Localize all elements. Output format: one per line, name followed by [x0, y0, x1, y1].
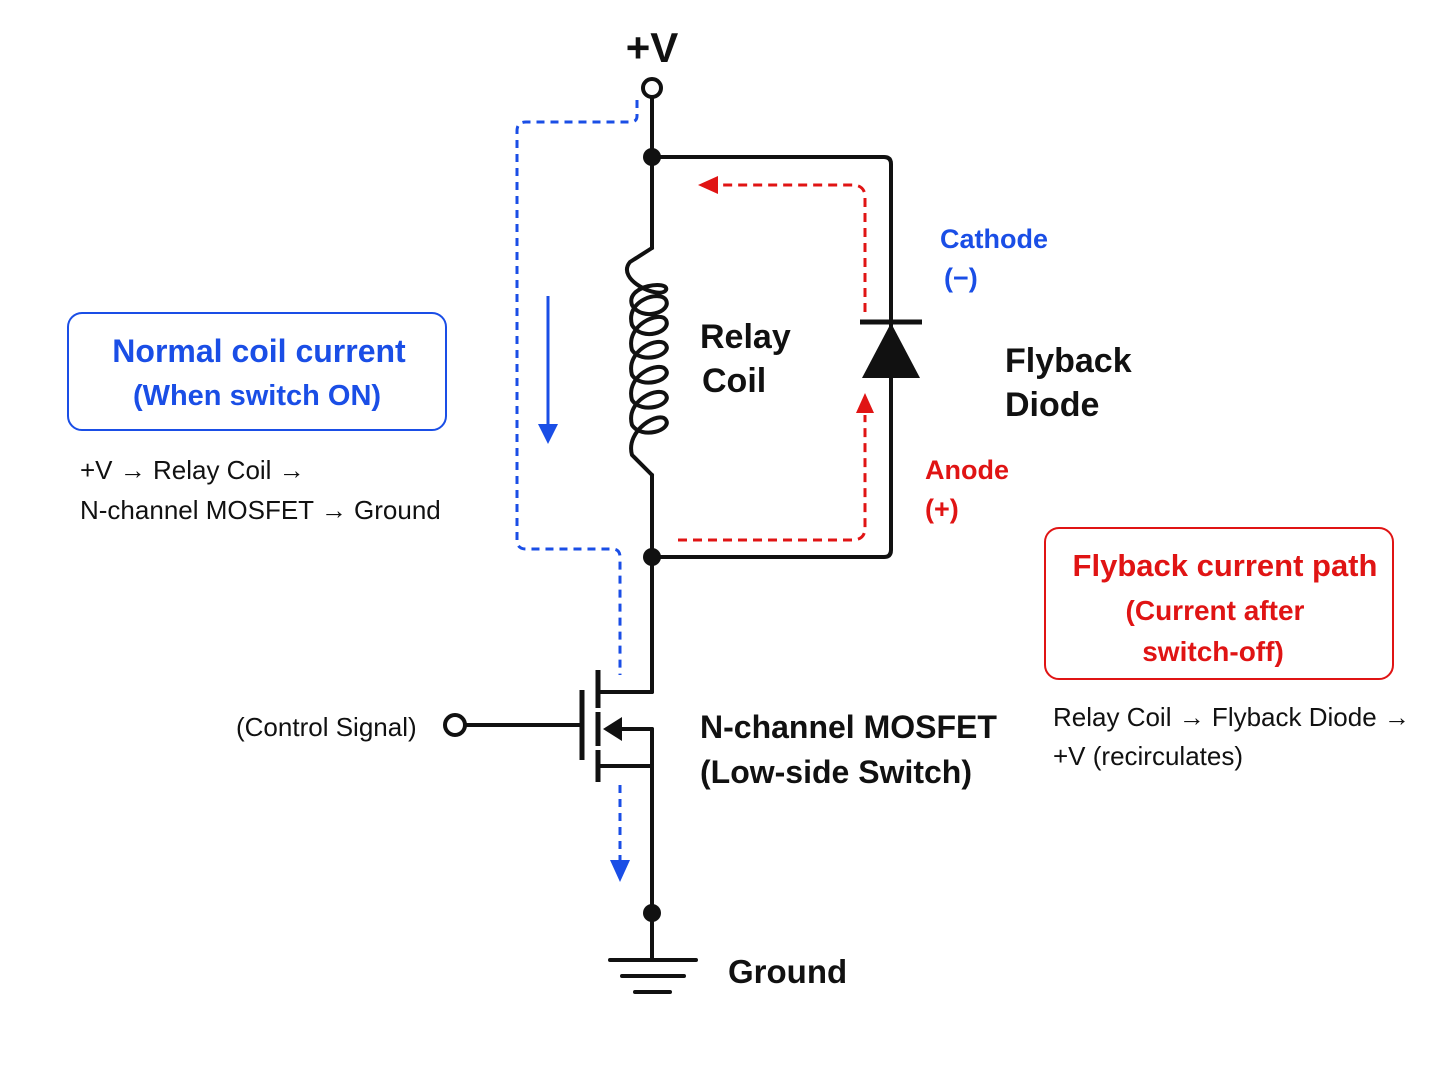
relay-coil-label-2: Coil — [702, 362, 766, 400]
anode-label: Anode — [925, 455, 1009, 485]
flyback-diode-label-2: Diode — [1005, 386, 1099, 424]
normal-box-subtitle: (When switch ON) — [133, 380, 381, 412]
junction-bottom — [643, 548, 661, 566]
junction-ground — [643, 904, 661, 922]
flyback-path-desc-1: Relay Coil → Flyback Diode → — [1053, 702, 1410, 732]
control-signal-label: (Control Signal) — [236, 712, 417, 742]
flyback-box-title: Flyback current path — [1073, 548, 1378, 583]
flyback-current-path — [678, 183, 867, 542]
normal-current-arrowhead — [538, 424, 558, 444]
mosfet-symbol — [579, 670, 601, 782]
wires — [463, 94, 893, 962]
relay-coil-winding — [625, 246, 669, 477]
normal-box-title: Normal coil current — [112, 333, 406, 369]
mosfet-label-1: N-channel MOSFET — [700, 709, 997, 745]
junction-dots — [643, 148, 661, 922]
flyback-diode-label-1: Flyback — [1005, 342, 1132, 380]
ground-label: Ground — [728, 953, 847, 990]
ground-symbol — [608, 958, 698, 994]
supply-terminal — [641, 77, 663, 99]
flyback-current-box — [1044, 527, 1394, 680]
flyback-box-subtitle-1: (Current after — [1126, 595, 1305, 626]
normal-path-desc-2: N-channel MOSFET → Ground — [80, 495, 441, 525]
mosfet-body-arrow — [603, 717, 622, 741]
cathode-sign: (−) — [944, 263, 978, 293]
normal-current-path — [515, 100, 639, 862]
relay-coil-label-1: Relay — [700, 318, 791, 356]
normal-current-arrowhead-bottom — [610, 860, 630, 882]
flyback-arrowhead-left — [698, 176, 718, 194]
control-signal-terminal — [443, 713, 467, 737]
cathode-label: Cathode — [940, 224, 1048, 254]
mosfet-label-2: (Low-side Switch) — [700, 754, 972, 790]
normal-current-box — [67, 312, 447, 431]
flyback-diode-symbol — [860, 319, 922, 378]
diode-loop-wire — [650, 155, 893, 559]
flyback-arrowhead-up — [856, 393, 874, 413]
junction-top — [643, 148, 661, 166]
supply-label: +V — [626, 24, 679, 71]
normal-path-desc-1: +V → Relay Coil → — [80, 455, 305, 485]
anode-sign: (+) — [925, 494, 959, 524]
flyback-path-desc-2: +V (recirculates) — [1053, 741, 1243, 771]
flyback-box-subtitle-2: switch-off) — [1142, 636, 1284, 667]
